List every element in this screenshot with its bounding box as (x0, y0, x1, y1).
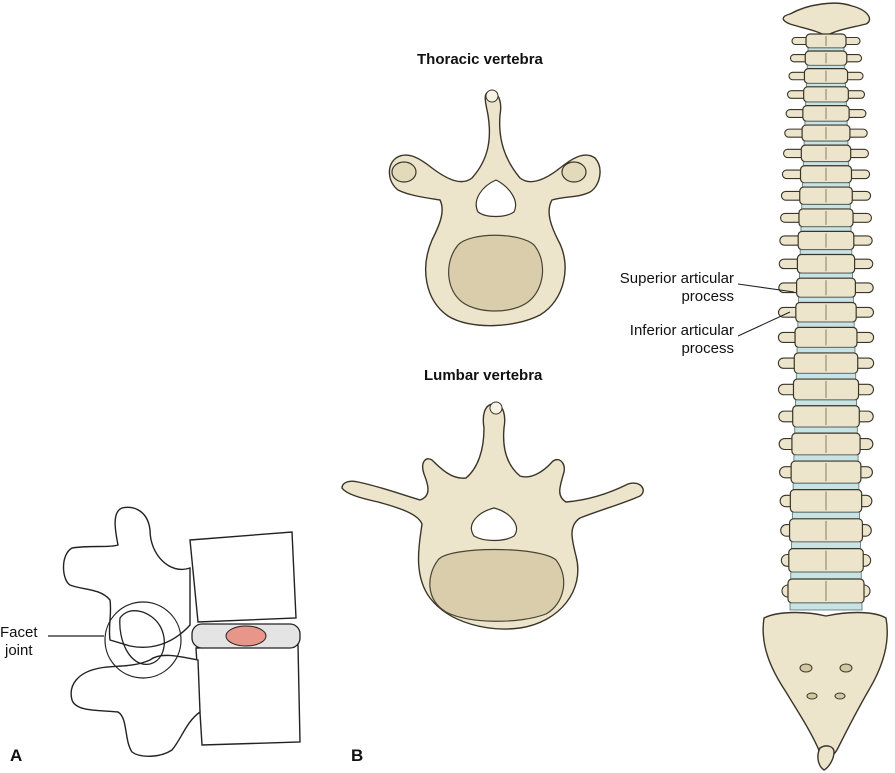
intervertebral-disc (795, 373, 857, 380)
sacral-foramen-right (839, 663, 853, 673)
panel-label-a: A (10, 746, 23, 765)
thoracic-vertebra (388, 89, 601, 327)
inferior-articular-leader-line (737, 311, 791, 337)
intervertebral-disc (800, 226, 852, 232)
intervertebral-disc (798, 272, 854, 279)
facet-joint-surface (119, 610, 165, 665)
intervertebral-disc (796, 347, 856, 354)
sacral-foramen-left (799, 663, 813, 673)
sacral-foramen-left-2 (806, 692, 818, 700)
lumbar-spinous-tip (489, 401, 503, 415)
thoracic-vertebral-body (448, 234, 544, 312)
intervertebral-disc (801, 204, 851, 210)
atlas-vertebra (782, 2, 871, 37)
lateral-spine-sketch (48, 506, 301, 757)
intervertebral-disc (791, 511, 861, 520)
thoracic-transverse-left (391, 161, 417, 183)
intervertebral-disc (794, 426, 858, 434)
intervertebral-disc (799, 249, 853, 255)
coccyx (817, 745, 835, 771)
inferior-articular-label-line1: Inferior articular (629, 322, 734, 339)
facet-joint-label-line1: Facet (0, 624, 38, 641)
superior-articular-label-line1: Superior articular (619, 270, 734, 287)
superior-articular-label-line2: process (681, 288, 734, 305)
sacrum (762, 611, 888, 758)
inferior-articular-label-line2: process (681, 340, 734, 357)
upper-vertebral-body (189, 531, 297, 623)
intervertebral-disc (795, 399, 857, 407)
lumbar-vertebra-title: Lumbar vertebra (424, 367, 543, 384)
thoracic-spinous-tip (485, 89, 499, 103)
intervertebral-disc (802, 182, 850, 188)
upper-posterior-elements (62, 506, 191, 648)
facet-joint-label-line2: joint (5, 642, 33, 659)
intervertebral-disc (790, 571, 862, 580)
sacral-foramen-right-2 (834, 692, 846, 700)
panel-label-b: B (351, 746, 364, 765)
thoracic-transverse-right (561, 161, 587, 183)
thoracic-vertebra-title: Thoracic vertebra (417, 51, 543, 68)
facet-joint-highlight-circle (104, 601, 182, 679)
nucleus-pulposus (225, 625, 267, 647)
lower-posterior-elements (70, 654, 201, 757)
intervertebral-disc (791, 541, 861, 550)
intervertebral-disc (789, 602, 863, 611)
spinal-column (762, 2, 888, 771)
intervertebral-disc (797, 321, 855, 328)
intervertebral-disc (802, 161, 850, 167)
intervertebral-disc (793, 454, 859, 462)
superior-articular-leader-line (737, 283, 795, 293)
lumbar-vertebral-foramen (470, 507, 518, 542)
lumbar-vertebral-body (429, 548, 565, 622)
intervertebral-disc (792, 482, 860, 491)
lower-vertebral-body (195, 644, 301, 746)
thoracic-vertebral-foramen (475, 179, 517, 218)
vertebra-stack (777, 33, 875, 611)
intervertebral-disc (798, 296, 854, 303)
lumbar-vertebra (341, 401, 644, 630)
